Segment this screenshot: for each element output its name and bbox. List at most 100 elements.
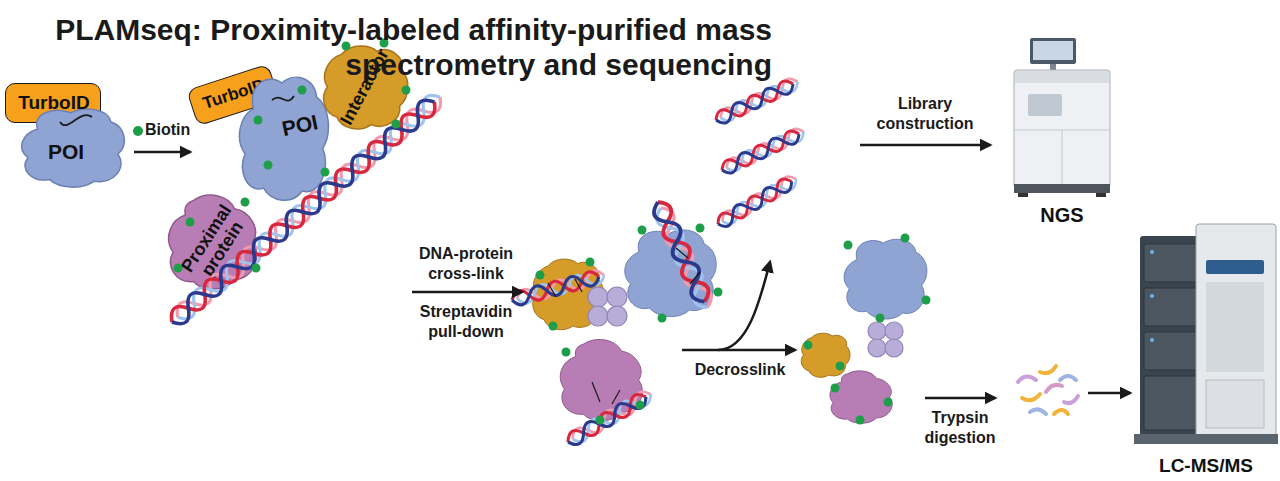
biotin-dot <box>402 86 411 95</box>
crosslink-bond <box>548 283 556 297</box>
step-label: Decrosslink <box>680 360 800 380</box>
biotin-dot <box>241 198 250 207</box>
pulled-down-complex <box>560 339 642 420</box>
streptavidin-bead <box>588 287 608 307</box>
biotin-dot <box>264 161 273 170</box>
crosslink-bond <box>676 248 688 258</box>
ngs-sequencer: NGS <box>1008 38 1116 230</box>
process-arrow <box>1088 392 1130 395</box>
tether-linker <box>60 96 294 125</box>
node-label: TurboID <box>18 93 89 114</box>
tether-linker <box>272 96 294 101</box>
biotin-dot <box>638 226 647 235</box>
biotin-dot <box>696 224 705 233</box>
peptide-fragments <box>1064 396 1078 403</box>
process-arrow <box>412 145 1130 398</box>
crosslink-bond <box>548 248 700 404</box>
biotin-dot <box>844 241 853 250</box>
decrosslinked-proteins <box>801 333 850 377</box>
crosslink-bond <box>592 382 600 402</box>
biotin-dot <box>876 314 885 323</box>
biotin-dot <box>856 416 865 425</box>
peptide-fragments <box>1040 366 1056 373</box>
biotin-dot <box>836 362 845 371</box>
mass-spectrometer-illustration <box>1134 224 1278 444</box>
released-dna <box>715 173 800 230</box>
crosslink-bond <box>612 390 620 404</box>
biotin-dot <box>884 398 893 407</box>
peptide-fragments <box>1018 376 1036 382</box>
peptide-fragments <box>1054 410 1068 414</box>
pulled-down-complex <box>625 230 716 317</box>
biotin-dot <box>596 416 605 425</box>
figure-title: PLAMseq: Proximity-labeled affinity-puri… <box>18 12 772 82</box>
process-arrow <box>718 262 770 350</box>
biotin-dot <box>252 264 261 273</box>
pulled-down-complex <box>650 198 715 311</box>
process-arrow <box>925 397 995 400</box>
streptavidin-bead <box>885 322 903 340</box>
biotin-dot <box>536 271 545 280</box>
biotin-dot <box>901 234 910 243</box>
node-label: POI <box>48 141 84 164</box>
biotin-dot <box>254 116 263 125</box>
crosslink-bond <box>690 272 700 284</box>
protein-of-interest: POI <box>14 102 132 192</box>
step-label: Trypsin digestion <box>915 408 1005 448</box>
biotin-dot <box>392 120 401 129</box>
biotin-dot <box>186 218 195 227</box>
mass-spectrometer-illustration <box>1132 220 1280 480</box>
biotin-dot <box>174 264 183 273</box>
biotin-dot <box>562 348 571 357</box>
biotin-dot <box>174 39 931 425</box>
biotin-dot <box>586 258 595 267</box>
decrosslinked-proteins <box>801 239 927 423</box>
biotin-dot <box>922 296 931 305</box>
pulled-down-complex <box>564 388 654 448</box>
pulled-down-complex <box>510 268 606 307</box>
process-arrow <box>134 151 190 154</box>
tether-linker <box>60 115 92 125</box>
step-label: Streptavidin pull-down <box>410 302 522 342</box>
streptavidin-bead <box>868 322 886 340</box>
biotin-dot <box>658 314 667 323</box>
peptide-fragments <box>1046 385 1062 392</box>
node-label: LC-MS/MS <box>1159 456 1253 477</box>
decrosslinked-proteins <box>844 239 927 319</box>
process-arrow <box>860 144 990 147</box>
streptavidin-bead <box>868 322 903 357</box>
streptavidin-bead <box>588 287 627 326</box>
streptavidin-bead <box>885 339 903 357</box>
streptavidin-bead <box>607 287 627 307</box>
pulled-down-complex <box>510 198 716 448</box>
process-arrow <box>682 349 795 352</box>
biotin-dot <box>298 86 307 95</box>
streptavidin-bead <box>588 306 608 326</box>
dna-helix <box>166 90 446 329</box>
process-arrow <box>412 291 522 294</box>
biotin-dot <box>636 401 645 410</box>
node-label: NGS <box>1040 205 1083 227</box>
ngs-sequencer-illustration <box>1008 38 1116 230</box>
crosslink-bond <box>575 279 582 292</box>
biotin-dot <box>549 322 558 331</box>
biotin-dot <box>714 288 723 297</box>
peptide-fragments <box>1030 409 1046 414</box>
streptavidin-bead <box>868 339 886 357</box>
peptide-fragments <box>1018 366 1078 414</box>
pulled-down-complex <box>533 259 604 330</box>
protein-of-interest-outline <box>192 66 335 208</box>
ngs-sequencer-illustration <box>1014 38 1110 197</box>
step-label: DNA-protein cross-link <box>410 244 522 284</box>
released-dna <box>713 76 800 126</box>
released-dna <box>719 126 806 176</box>
arrow-label: Biotin <box>145 120 190 140</box>
biotin-dot <box>321 168 330 177</box>
peptide-fragments <box>1060 376 1076 380</box>
biotin-dot <box>133 126 143 136</box>
biotin-dot <box>831 384 840 393</box>
protein-of-interest-shape <box>239 77 328 200</box>
decrosslinked-proteins <box>830 371 892 423</box>
proximal-protein: Proximal protein <box>163 190 265 294</box>
